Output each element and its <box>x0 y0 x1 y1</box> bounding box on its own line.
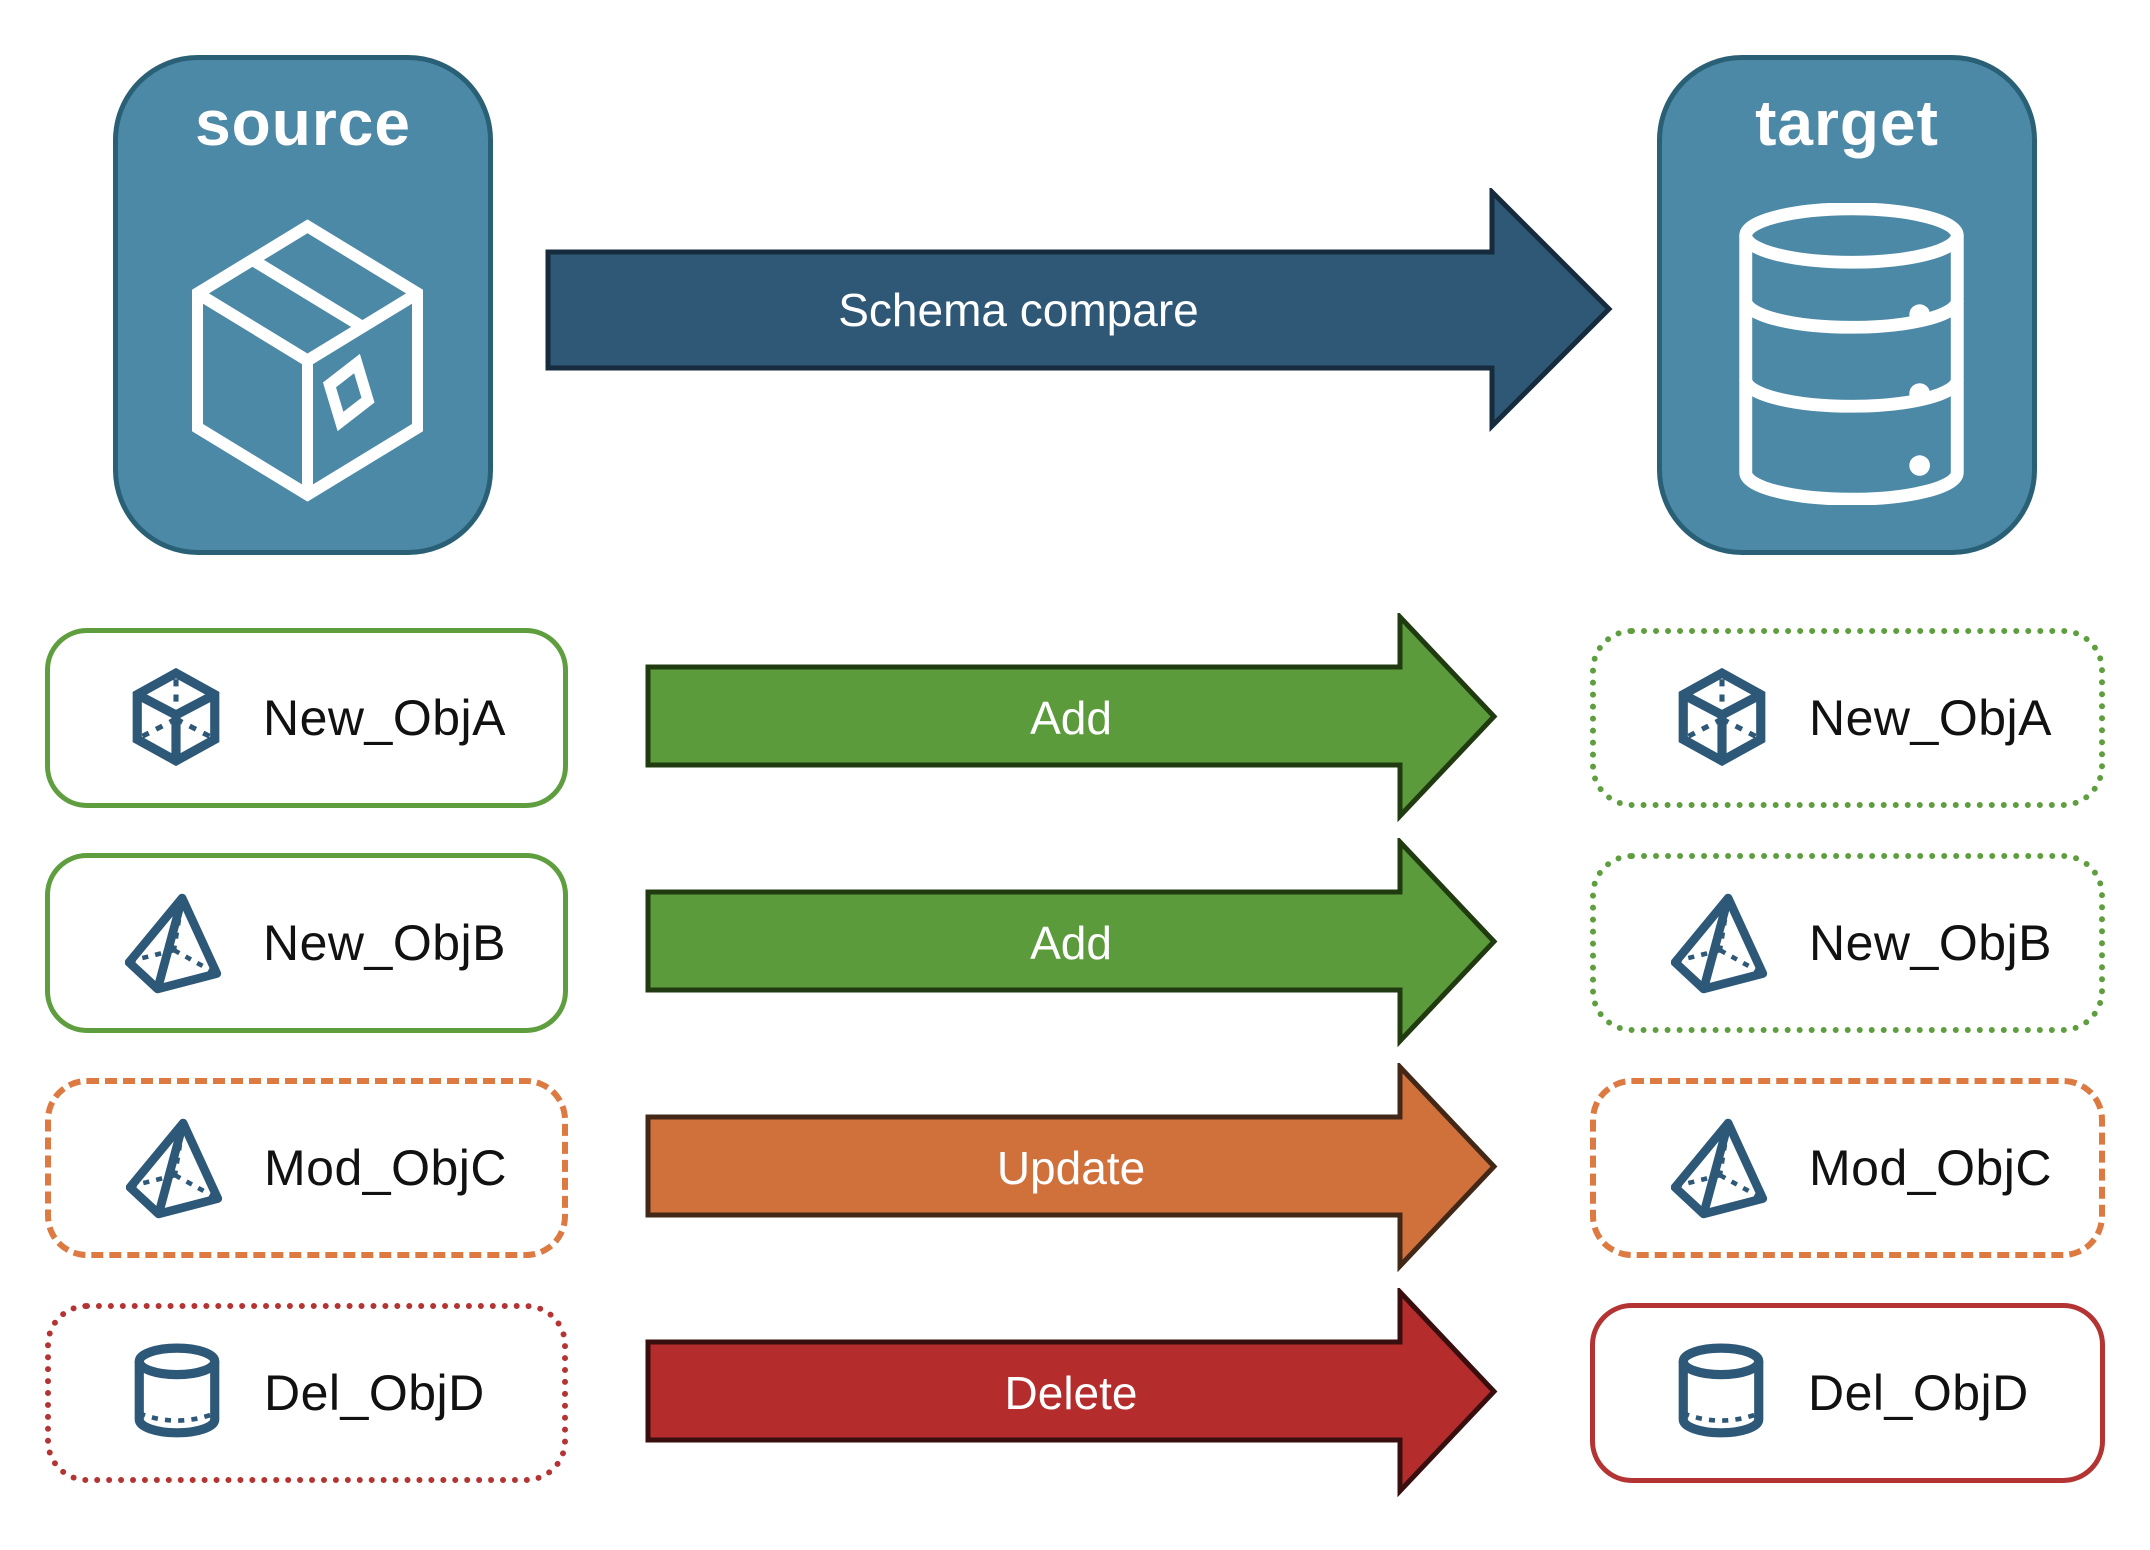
add-arrow <box>645 613 1498 823</box>
schema-compare-arrow <box>545 188 1613 432</box>
object-name-label: Del_ObjD <box>1808 1365 2029 1421</box>
target-panel: target <box>1657 55 2037 555</box>
pyramid-icon <box>125 892 227 994</box>
object-name-label: New_ObjA <box>1809 690 2052 746</box>
source-title: source <box>195 87 411 159</box>
object-name-label: New_ObjA <box>263 690 506 746</box>
target-card-row4: Del_ObjD <box>1590 1303 2105 1483</box>
source-panel: source <box>113 55 493 555</box>
database-icon <box>1734 203 1969 505</box>
pyramid-icon <box>1671 892 1773 994</box>
target-title: target <box>1755 87 1939 159</box>
action-arrow-label: Update <box>996 1142 1146 1194</box>
cube-icon <box>1671 667 1773 769</box>
source-card-row2: New_ObjB <box>45 853 568 1033</box>
update-arrow <box>645 1063 1498 1273</box>
object-name-label: New_ObjB <box>263 915 506 971</box>
action-arrow-label: Add <box>1030 917 1112 969</box>
package-icon <box>170 208 445 513</box>
cylinder-icon <box>126 1342 228 1444</box>
action-arrow-label: Delete <box>1004 1367 1138 1419</box>
object-name-label: New_ObjB <box>1809 915 2052 971</box>
object-name-label: Del_ObjD <box>264 1365 485 1421</box>
pyramid-icon <box>1671 1117 1773 1219</box>
target-card-row2: New_ObjB <box>1590 853 2105 1033</box>
target-card-row3: Mod_ObjC <box>1590 1078 2105 1258</box>
add-arrow <box>645 838 1498 1048</box>
action-arrow-label: Add <box>1030 692 1112 744</box>
pyramid-icon <box>126 1117 228 1219</box>
cylinder-icon <box>1670 1342 1772 1444</box>
source-card-row3: Mod_ObjC <box>45 1078 568 1258</box>
object-name-label: Mod_ObjC <box>1809 1140 2052 1196</box>
schema-compare-label: Schema compare <box>838 284 1199 336</box>
source-card-row4: Del_ObjD <box>45 1303 568 1483</box>
object-name-label: Mod_ObjC <box>264 1140 507 1196</box>
source-card-row1: New_ObjA <box>45 628 568 808</box>
cube-icon <box>125 667 227 769</box>
delete-arrow <box>645 1288 1498 1498</box>
target-card-row1: New_ObjA <box>1590 628 2105 808</box>
